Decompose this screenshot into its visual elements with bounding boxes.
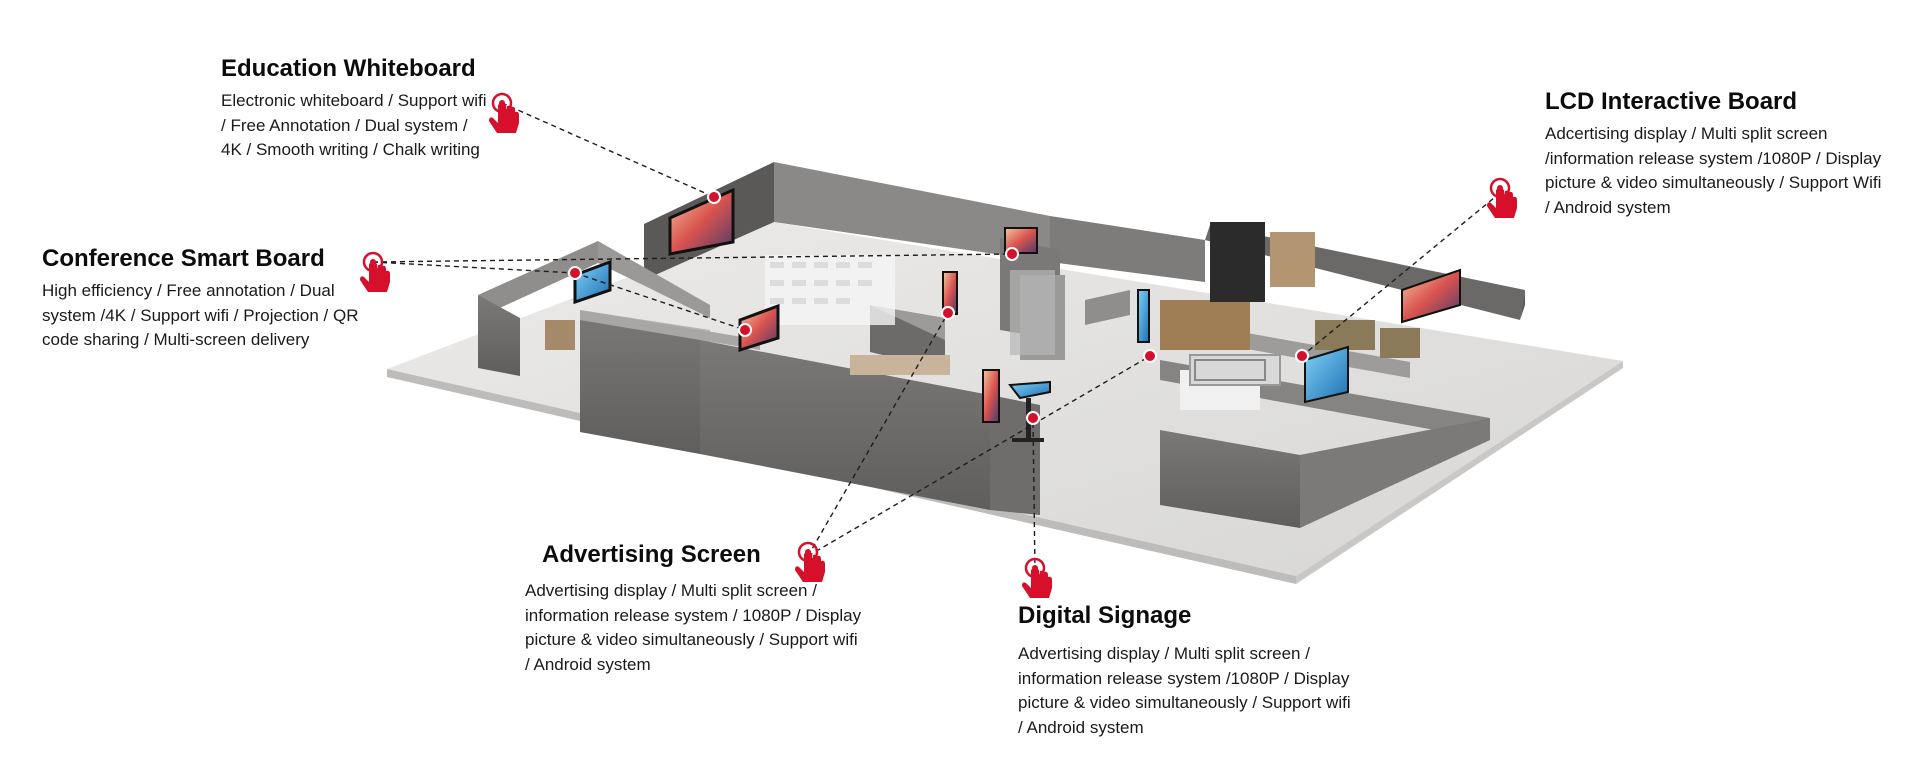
callout-digital-signage: Digital Signage Advertising display / Mu… [1018,602,1358,740]
callout-description: Advertising display / Multi split screen… [1018,644,1351,737]
callout-description: Electronic whiteboard / Support wifi / F… [221,91,487,159]
education-whiteboard-pointer-icon [487,92,521,135]
callout-education-whiteboard: Education Whiteboard Electronic whiteboa… [221,55,491,163]
callout-title: Education Whiteboard [221,55,476,82]
callout-conference-smart-board: Conference Smart Board High efficiency /… [42,245,372,353]
meeting-room-furniture [545,222,1420,410]
callout-title: Advertising Screen [542,541,761,568]
callout-title: LCD Interactive Board [1545,88,1798,115]
callout-title: Conference Smart Board [42,245,325,272]
callout-description: High efficiency / Free annotation / Dual… [42,281,359,349]
lcd-interactive-board-pointer-icon [1485,177,1519,220]
callout-advertising-screen: Advertising Screen Advertising display /… [525,541,865,677]
callout-description: Advertising display / Multi split screen… [525,581,862,674]
callout-title: Digital Signage [1018,602,1192,629]
callout-lcd-interactive-board: LCD Interactive Board Adcertising displa… [1545,88,1885,220]
digital-signage-pointer-icon [1020,557,1054,600]
device-screens [573,187,1461,442]
callout-description: Adcertising display / Multi split screen… [1545,124,1882,217]
callout-connectors [372,102,1501,573]
device-markers [568,190,1309,425]
